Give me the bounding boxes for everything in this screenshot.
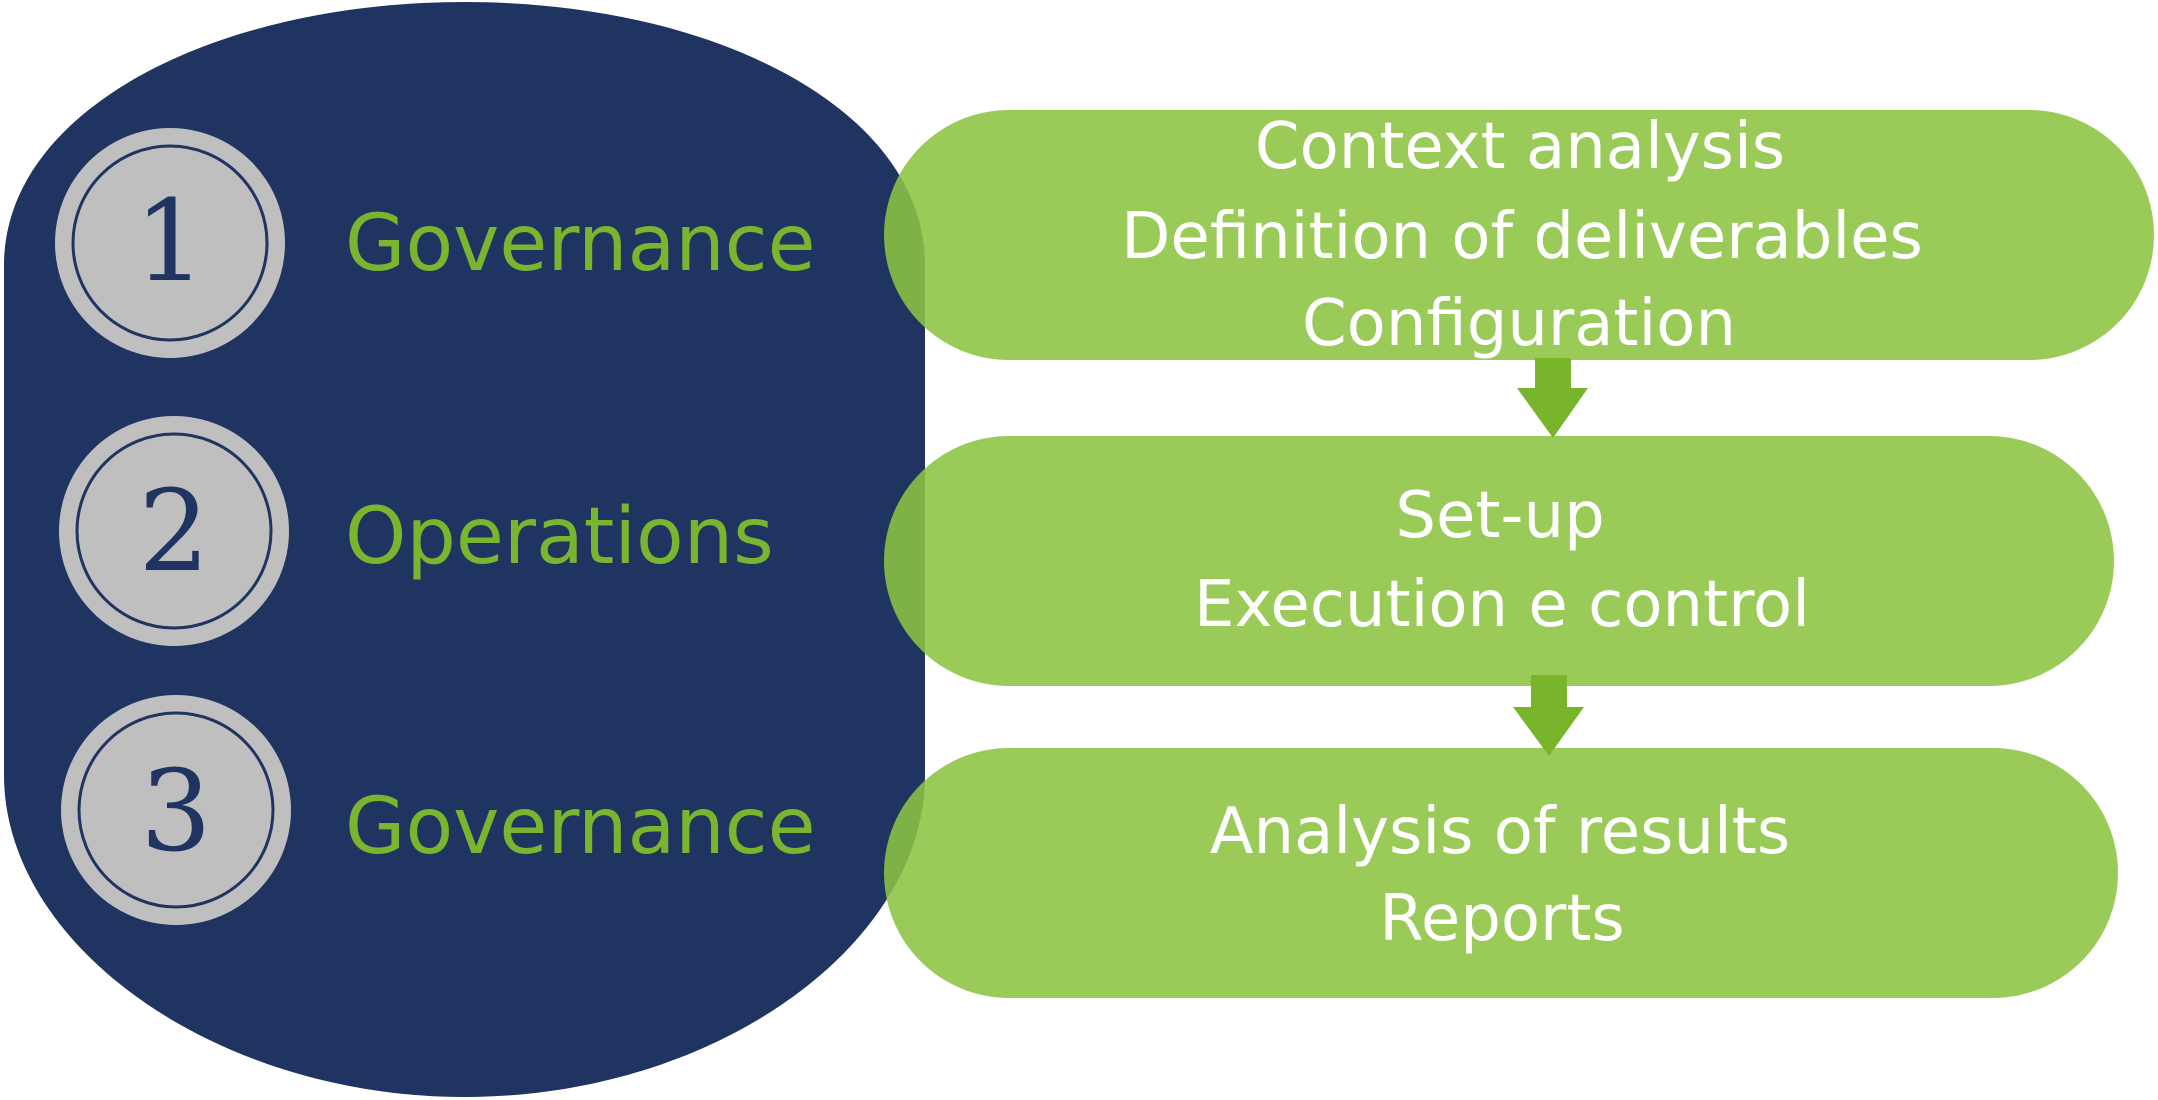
step-box-3 [884,748,2118,998]
step-1-line-2: Definition of deliverables [1121,200,1923,274]
step-box-1 [884,110,2154,360]
phase-label-3: Governance [345,782,816,872]
phase-number-circle-1: 1 [55,128,285,358]
phase-number-circle-3: 3 [61,695,291,925]
step-box-2-text: Set-up Execution e control [1194,479,1810,642]
steps-group [884,110,2154,998]
down-arrow-icon [1513,675,1584,756]
step-3-line-1: Analysis of results [1210,795,1790,869]
step-2-line-2: Execution e control [1194,568,1810,642]
phase-number-circle-2: 2 [59,416,289,646]
step-2-line-1: Set-up [1395,479,1604,553]
phase-label-2: Operations [345,492,774,582]
step-1-line-3: Configuration [1302,287,1736,361]
step-box-3-text: Analysis of results Reports [1210,795,1790,956]
phase-number-3: 3 [140,747,211,877]
phase-label-1: Governance [345,199,816,289]
phase-number-2: 2 [138,467,209,597]
step-3-line-2: Reports [1379,882,1625,956]
step-box-2 [884,436,2114,686]
step-1-line-1: Context analysis [1255,110,1785,184]
phase-number-1: 1 [134,177,205,307]
down-arrow-icon [1517,358,1588,438]
step-box-1-text: Context analysis Definition of deliverab… [1121,110,1923,361]
